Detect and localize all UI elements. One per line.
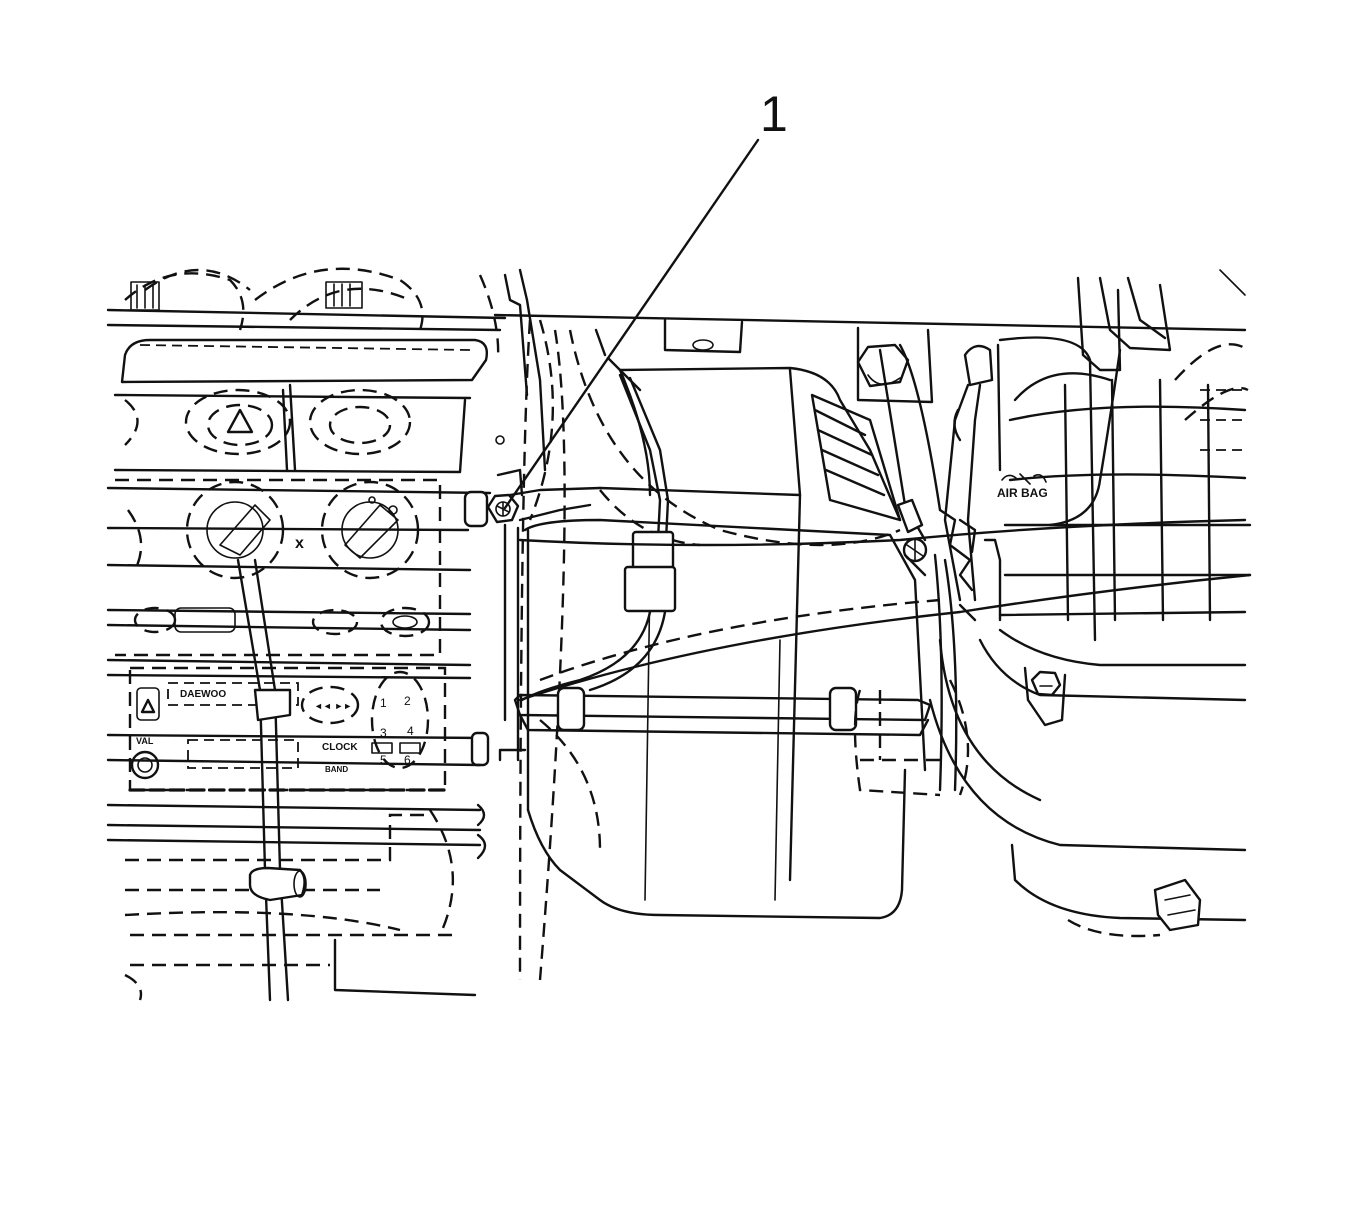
harness-clip	[1153, 878, 1202, 932]
callout-1: 1	[503, 86, 788, 510]
svg-text:x: x	[295, 535, 304, 552]
volume-knob-icon	[130, 750, 160, 780]
vent-grille	[810, 393, 902, 522]
callout-leader-line	[503, 138, 760, 510]
mode-knob-icon	[344, 504, 399, 559]
hazard-triangle-icon	[226, 408, 254, 434]
preset-1-label: 1	[380, 696, 387, 710]
airbag-logo-icon	[1001, 473, 1047, 485]
radio-brand-label: DAEWOO	[180, 689, 226, 700]
center-console-panel: x DAEWOO ◄◄ ►► 1 2 3 4 5 6 CLOCK BAND VA…	[106, 267, 507, 1002]
preset-5-label: 5	[380, 753, 387, 767]
cable-clip	[248, 866, 306, 902]
preset-6-label: 6	[404, 753, 411, 767]
eject-button	[136, 687, 160, 721]
airbag-label: AIR BAG	[997, 486, 1048, 500]
band-button-label: BAND	[325, 765, 348, 774]
blower-housing: AIR BAG	[928, 269, 1252, 938]
mounting-bolt	[486, 493, 520, 524]
wire-connector	[631, 530, 675, 572]
callout-number: 1	[760, 86, 788, 142]
fan-knob-icon	[219, 504, 271, 556]
clock-button-label: CLOCK	[322, 742, 358, 753]
volume-label: VAL	[136, 736, 154, 746]
svg-text:◄◄ ►►: ◄◄ ►►	[314, 701, 352, 711]
preset-4-label: 4	[407, 724, 414, 738]
preset-3-label: 3	[380, 726, 387, 740]
eject-icon	[140, 698, 156, 714]
knob-right-icon	[325, 281, 363, 309]
wiring-harness	[518, 328, 1252, 792]
preset-2-label: 2	[404, 694, 411, 708]
